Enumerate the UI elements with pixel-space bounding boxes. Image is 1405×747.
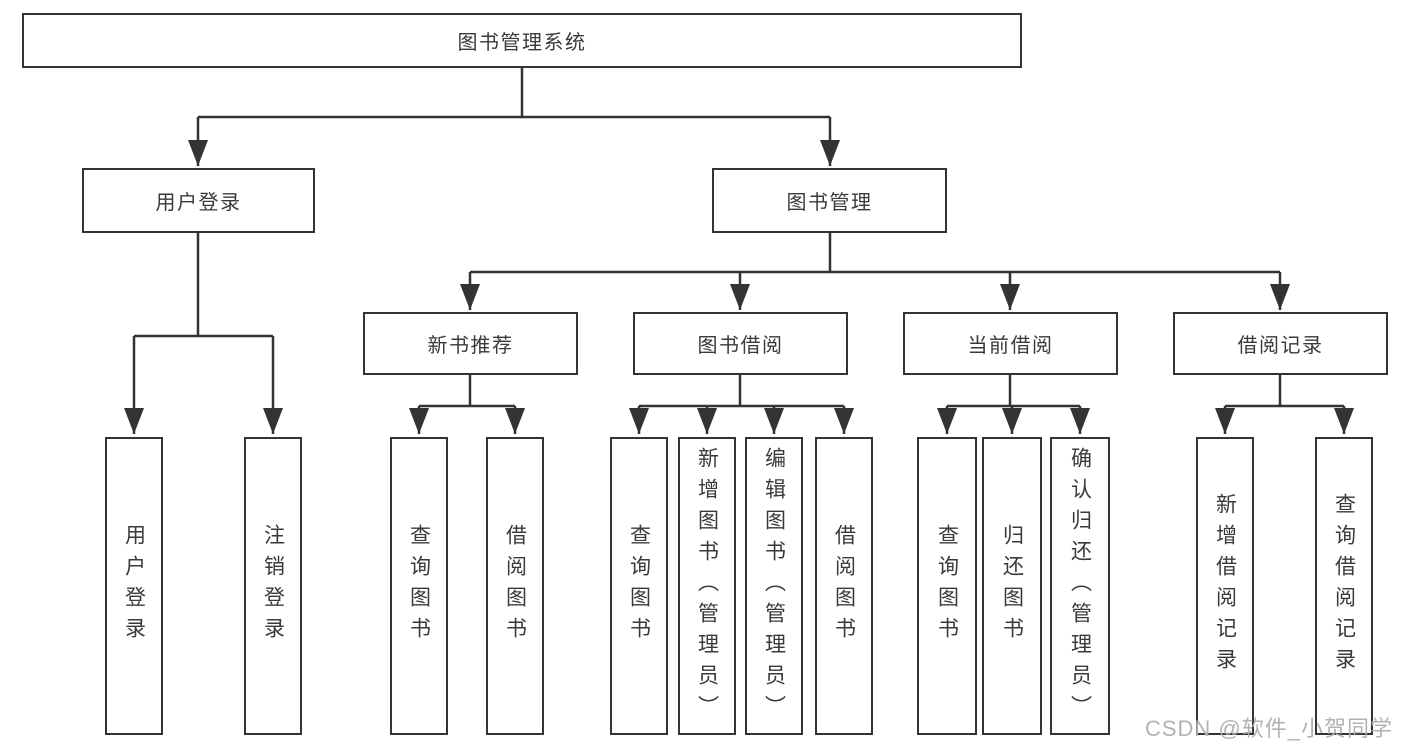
node-label: 当前借阅 [967,335,1054,357]
leaf-borrow-books-recommend: 借阅图书 [486,437,544,735]
node-current-borrowing: 当前借阅 [903,312,1118,375]
node-label: 借阅图书 [832,524,856,648]
node-label: 确认归还（管理员） [1068,446,1092,726]
node-label: 图书借阅 [697,335,784,357]
node-label: 归还图书 [1000,524,1024,648]
leaf-borrow-books: 借阅图书 [815,437,873,735]
node-label: 用户登录 [155,192,242,214]
node-label: 用户登录 [122,524,146,648]
leaf-return-books: 归还图书 [982,437,1042,735]
node-label: 图书管理 [786,192,873,214]
leaf-add-borrow-record: 新增借阅记录 [1196,437,1254,735]
leaf-query-borrow-record: 查询借阅记录 [1315,437,1373,735]
node-book-borrowing: 图书借阅 [633,312,848,375]
node-label: 借阅图书 [503,524,527,648]
leaf-logout: 注销登录 [244,437,302,735]
node-label: 新书推荐 [427,335,514,357]
csdn-watermark: CSDN @软件_小贺同学 [1144,716,1393,741]
node-user-login-branch: 用户登录 [82,168,315,233]
leaf-query-books-borrowing: 查询图书 [610,437,668,735]
node-label: 查询借阅记录 [1332,493,1356,679]
leaf-user-login: 用户登录 [105,437,163,735]
leaf-query-books-current: 查询图书 [917,437,977,735]
connector-group [124,68,1354,434]
node-label: 图书管理系统 [457,32,587,54]
node-label: 编辑图书（管理员） [762,446,786,726]
node-label: 查询图书 [935,524,959,648]
leaf-add-books-admin: 新增图书（管理员） [678,437,736,735]
node-label: 注销登录 [261,524,285,648]
node-new-book-recommend: 新书推荐 [363,312,578,375]
node-label: 查询图书 [407,524,431,648]
leaf-confirm-return-admin: 确认归还（管理员） [1050,437,1110,735]
node-root-system: 图书管理系统 [22,13,1022,68]
leaf-query-books-recommend: 查询图书 [390,437,448,735]
node-borrowing-records: 借阅记录 [1173,312,1388,375]
node-label: 新增借阅记录 [1213,493,1237,679]
node-label: 查询图书 [627,524,651,648]
node-book-management-branch: 图书管理 [712,168,947,233]
node-label: 新增图书（管理员） [695,446,719,726]
leaf-edit-books-admin: 编辑图书（管理员） [745,437,803,735]
node-label: 借阅记录 [1237,335,1324,357]
